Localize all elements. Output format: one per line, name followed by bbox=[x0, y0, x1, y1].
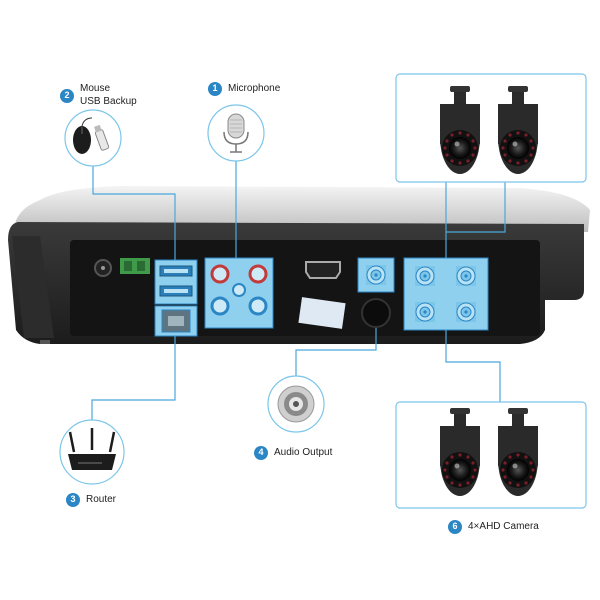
connector-lines bbox=[91, 160, 506, 420]
callout-ahd-camera: 6 4×AHD Camera bbox=[448, 520, 539, 534]
callout-label: 4×AHD Camera bbox=[468, 520, 539, 532]
callout-router: 3 Router bbox=[66, 493, 116, 507]
callout-mouse-usb: 2 Mouse USB Backup bbox=[60, 83, 137, 108]
callout-number: 1 bbox=[208, 82, 222, 96]
dc-power-jack bbox=[94, 259, 112, 277]
usb-ports bbox=[154, 259, 198, 305]
mouse-usb-circle bbox=[64, 109, 122, 167]
callout-audio-output: 4 Audio Output bbox=[254, 446, 332, 460]
callout-number: 4 bbox=[254, 446, 268, 460]
hdmi-port bbox=[305, 261, 341, 279]
speaker-icon bbox=[277, 385, 315, 423]
callout-label-line2: USB Backup bbox=[80, 95, 137, 107]
video-bnc-ports bbox=[403, 257, 489, 331]
callout-label: Router bbox=[86, 493, 117, 505]
callout-label: Mouse bbox=[80, 83, 111, 94]
microphone-icon bbox=[223, 113, 249, 153]
callout-number: 6 bbox=[448, 520, 462, 534]
camera-box-bottom bbox=[395, 401, 587, 509]
mouse-icon bbox=[73, 117, 93, 154]
router-circle bbox=[59, 419, 125, 485]
vga-bnc-port bbox=[357, 257, 395, 328]
callout-label: Audio Output bbox=[274, 446, 333, 458]
camera-box-top bbox=[395, 73, 587, 183]
speaker-circle bbox=[267, 375, 325, 433]
callout-number: 3 bbox=[66, 493, 80, 507]
label-sticker bbox=[298, 297, 346, 329]
callout-number: 2 bbox=[60, 88, 74, 103]
audio-rca-ports bbox=[204, 257, 274, 329]
ethernet-port bbox=[154, 305, 198, 337]
microphone-circle bbox=[207, 104, 265, 162]
callout-microphone: 1 Microphone bbox=[208, 82, 280, 96]
alarm-terminal bbox=[120, 258, 150, 274]
callout-label: Microphone bbox=[228, 82, 281, 94]
usb-drive-icon bbox=[94, 124, 110, 151]
router-icon bbox=[68, 428, 116, 470]
